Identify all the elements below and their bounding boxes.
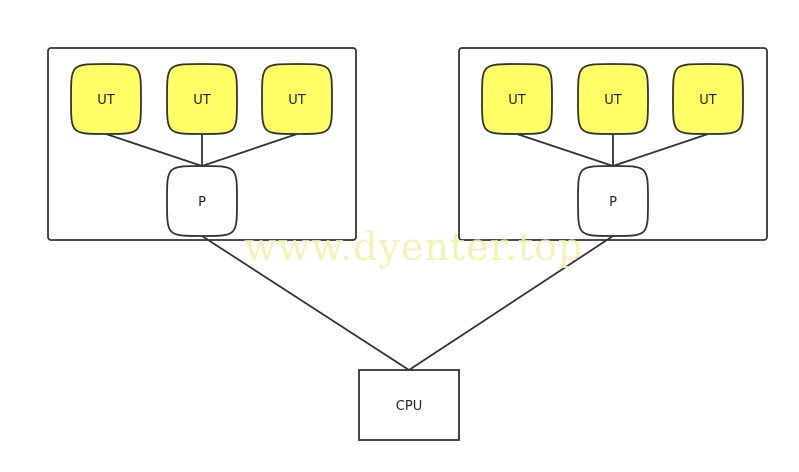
user-thread-label: UT (508, 93, 526, 108)
connector-ut-p (105, 133, 203, 167)
user-thread-label: UT (288, 93, 306, 108)
process-box-1 (47, 47, 357, 241)
connectors (105, 133, 709, 371)
process-containers (47, 47, 768, 241)
user-thread-node (577, 63, 649, 135)
user-thread-node (481, 63, 553, 135)
user-thread-node (166, 63, 238, 135)
process-label: P (198, 195, 206, 210)
process-node (577, 165, 649, 237)
cpu-node-group: CPU (358, 369, 460, 441)
user-thread-node (261, 63, 333, 135)
nodes: UT UT UT P UT UT UT P (70, 63, 744, 237)
user-thread-label: UT (699, 93, 717, 108)
cpu-node (358, 369, 460, 441)
connector-p-cpu (201, 235, 410, 371)
connector-ut-p (201, 133, 298, 167)
user-thread-node (672, 63, 744, 135)
user-thread-label: UT (97, 93, 115, 108)
connector-ut-p (516, 133, 614, 167)
user-thread-node (70, 63, 142, 135)
process-label: P (609, 195, 617, 210)
process-node (166, 165, 238, 237)
watermark-text: www.dyenter.top (244, 225, 583, 269)
process-box-2 (458, 47, 768, 241)
connector-ut-p (612, 133, 709, 167)
cpu-label: CPU (396, 399, 422, 414)
user-thread-label: UT (604, 93, 622, 108)
user-thread-label: UT (193, 93, 211, 108)
connector-p-cpu (408, 235, 614, 371)
